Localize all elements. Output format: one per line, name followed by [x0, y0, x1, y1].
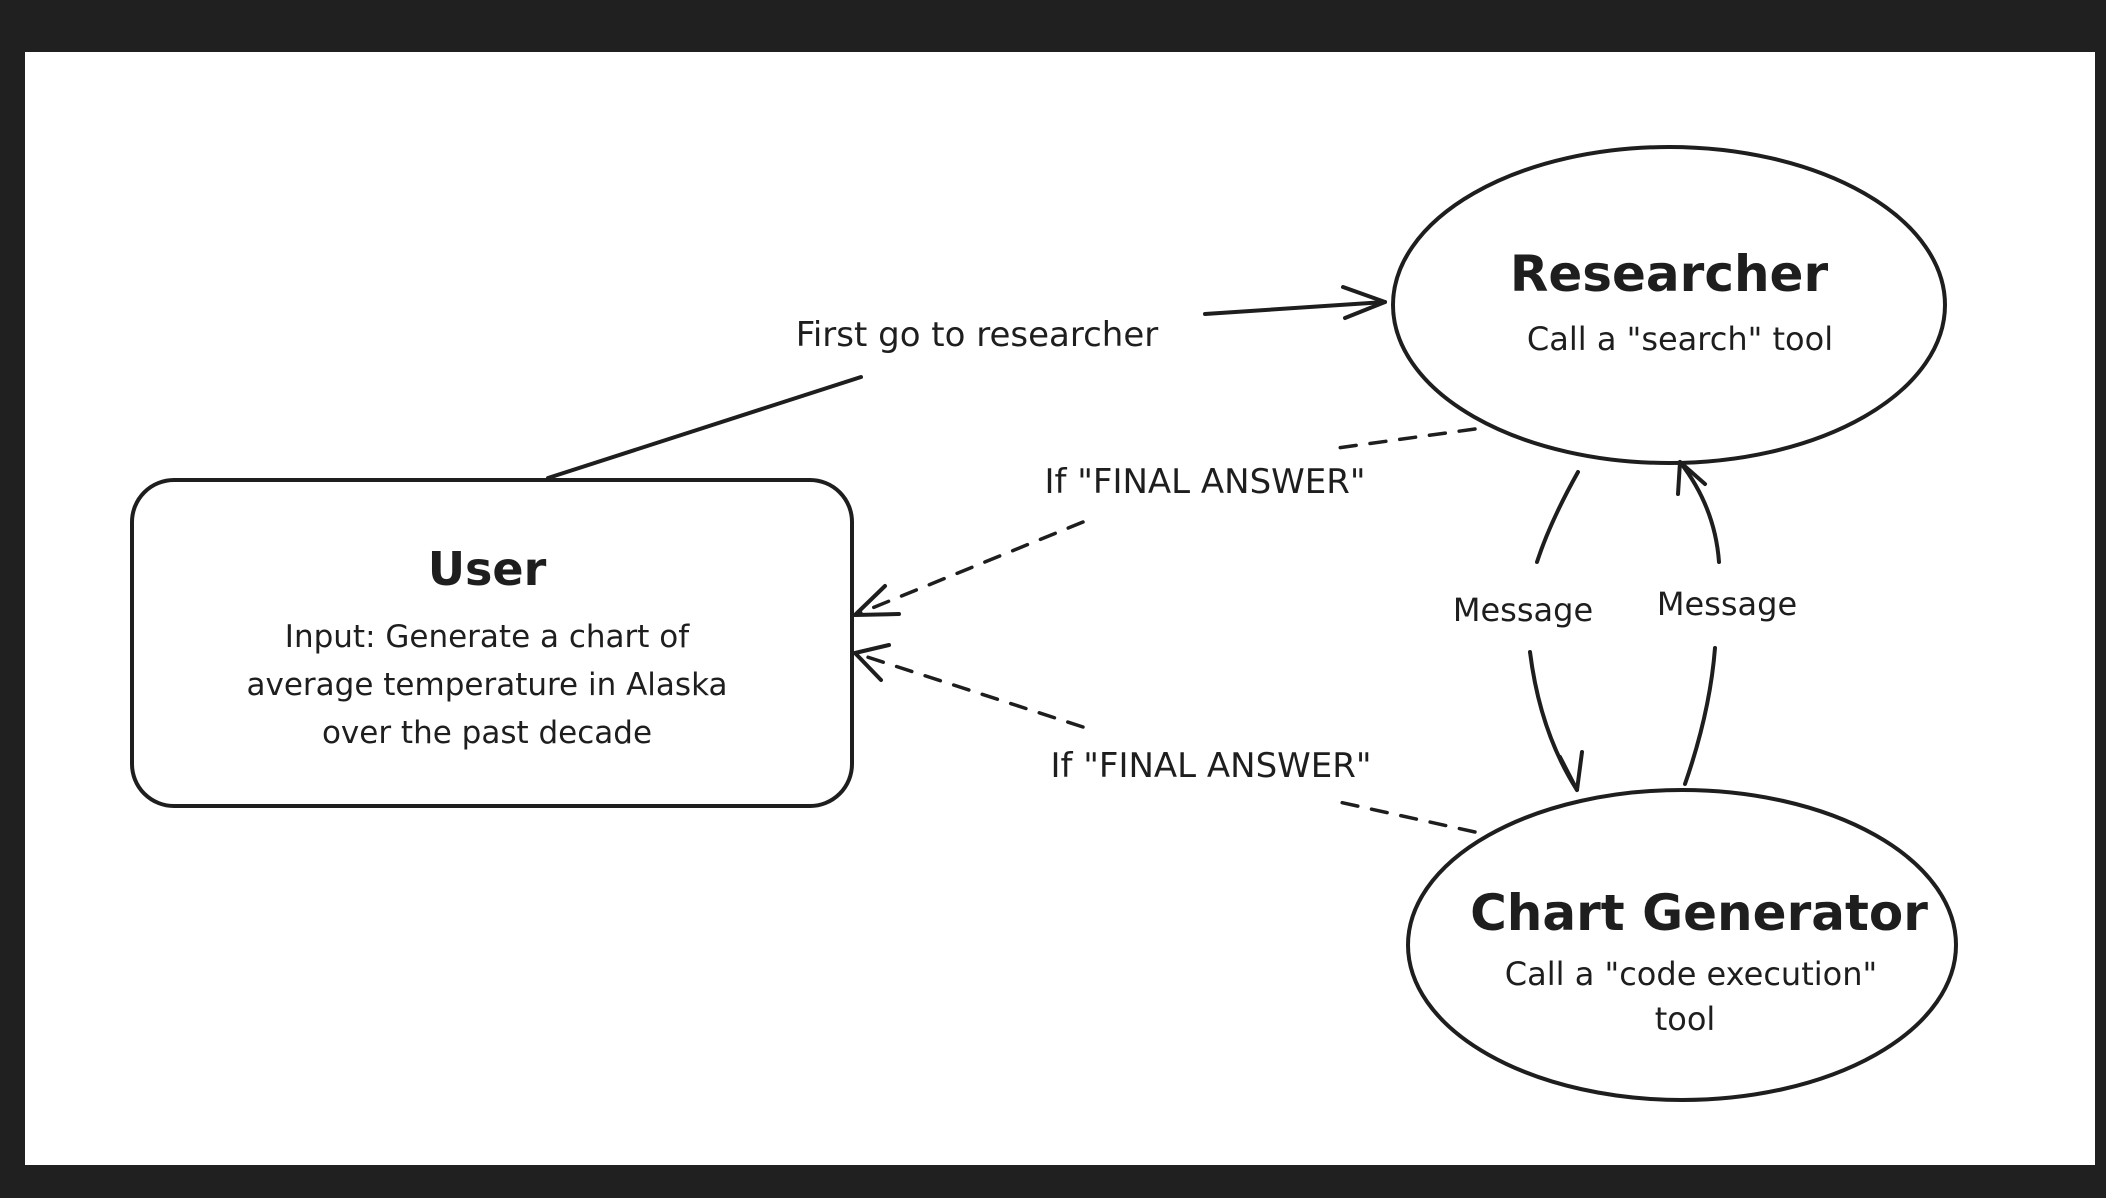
user-node-box [130, 478, 854, 808]
edge-user-to-researcher-line-b [1203, 300, 1387, 316]
edge-user-to-researcher-label: First go to researcher [796, 315, 1159, 355]
edge-user-to-researcher-arrowhead [1341, 285, 1387, 320]
chart-generator-node-title: Chart Generator [1470, 884, 1928, 942]
chart-generator-node-line-1: Call a "code execution" [1505, 955, 1877, 993]
edge-researcher-to-chart: Message [1453, 470, 1593, 792]
edge-researcher-to-chart-line-a [1535, 470, 1580, 564]
user-node-line-1: Input: Generate a chart of [285, 619, 690, 655]
edge-researcher-to-chart-label: Message [1453, 591, 1593, 629]
edge-researcher-to-user-line-a [1328, 427, 1477, 451]
edge-user-to-researcher-line-a [546, 375, 863, 480]
edge-chart-to-researcher-line-b [1678, 460, 1721, 564]
diagram-canvas: User Input: Generate a chart of average … [25, 52, 2095, 1165]
edge-chart-to-researcher-arrowhead [1676, 460, 1707, 496]
edge-chart-to-user-arrowhead [853, 643, 891, 682]
chart-generator-node-ellipse [1406, 788, 1958, 1102]
diagram-svg: User Input: Generate a chart of average … [130, 145, 1958, 1102]
edge-user-to-researcher: First go to researcher [546, 285, 1387, 480]
edge-researcher-to-chart-arrowhead [1558, 750, 1584, 792]
edge-researcher-to-user-arrowhead [853, 584, 901, 617]
edge-chart-to-user-label: If "FINAL ANSWER" [1050, 746, 1371, 786]
researcher-node-subtitle: Call a "search" tool [1527, 320, 1833, 358]
user-node-line-2: average temperature in Alaska [247, 667, 728, 703]
edge-chart-to-user-line-a [1328, 798, 1477, 834]
researcher-node-ellipse [1391, 145, 1947, 465]
researcher-node-title: Researcher [1510, 245, 1829, 303]
edge-researcher-to-chart-line-b [1528, 650, 1579, 792]
edge-chart-to-researcher: Message [1657, 460, 1797, 786]
user-node-title: User [428, 542, 547, 596]
user-node-line-3: over the past decade [322, 715, 652, 751]
chart-generator-node-line-2: tool [1655, 1000, 1716, 1038]
chart-generator-node[interactable]: Chart Generator Call a "code execution" … [1406, 788, 1958, 1102]
edge-chart-to-user-line-b [853, 651, 1085, 729]
edge-researcher-to-user-line-b [853, 520, 1085, 617]
edge-chart-to-user: If "FINAL ANSWER" [853, 643, 1477, 834]
user-node[interactable]: User Input: Generate a chart of average … [130, 478, 854, 808]
edge-chart-to-researcher-line-a [1683, 646, 1717, 786]
edge-chart-to-researcher-label: Message [1657, 585, 1797, 623]
edge-researcher-to-user: If "FINAL ANSWER" [853, 427, 1477, 617]
edge-researcher-to-user-label: If "FINAL ANSWER" [1044, 462, 1365, 502]
researcher-node[interactable]: Researcher Call a "search" tool [1391, 145, 1947, 465]
